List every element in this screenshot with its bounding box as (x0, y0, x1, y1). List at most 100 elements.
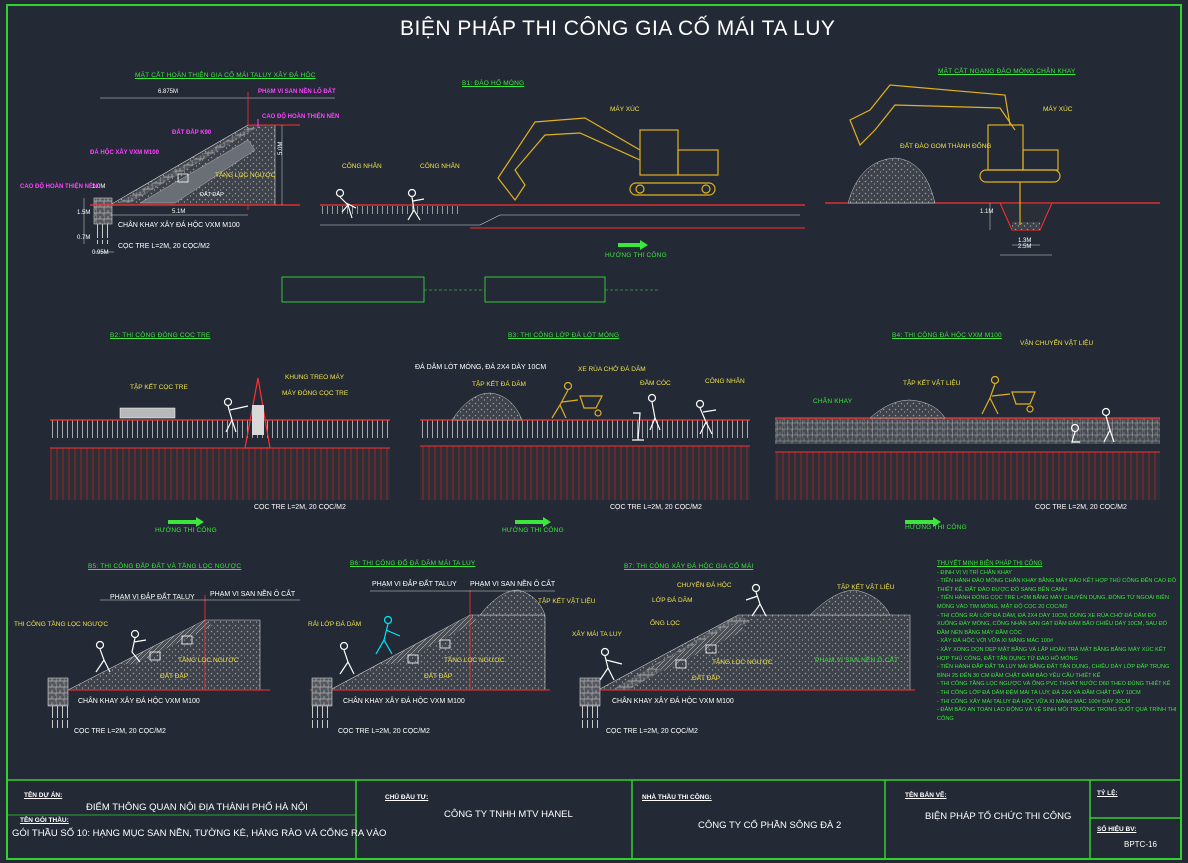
p8-label-7: ĐẤT ĐẮP (692, 675, 721, 682)
p4-label-1: ĐÁ DĂM LÓT MÓNG, ĐÁ 2X4 DÀY 10CM (415, 364, 547, 371)
notes-line: - TIẾN HÀNH ĐÓNG CỌC TRE L=2M BẰNG MÁY C… (937, 595, 1170, 610)
p3-label-4: CỌC TRE L=2M, 20 CỌC/M2 (254, 504, 346, 511)
p0-label-2: CAO ĐỘ HOÀN THIỆN NỀN (262, 114, 340, 120)
drawing-frame (6, 4, 1182, 860)
p4-label-3: XE RÙA CHỞ ĐÁ DĂM (578, 366, 646, 373)
notes-line: - THI CÔNG TẦNG LỌC NGƯỢC VÀ ỐNG PVC THO… (937, 681, 1171, 688)
p4-label-5: CÔNG NHÂN (705, 378, 745, 385)
p5-label-5: HƯỚNG THI CÔNG (905, 524, 967, 531)
notes-line: - TIẾN HÀNH ĐÀO MÓNG CHÂN KHAY BẰNG MÁY … (937, 578, 1177, 593)
section-excavation (320, 117, 805, 250)
p8-label-2: TẬP KẾT VẬT LIỆU (837, 584, 895, 591)
p8-label-3: LỚP ĐÁ DĂM (652, 597, 693, 604)
p6-label-5: ĐẤT ĐẮP (160, 673, 189, 680)
p0-label-6: ĐẤT ĐẮP (200, 192, 224, 198)
notes-line: - XÂY ĐÁ HỘC VỚI VỮA XI MĂNG MÁC 100# (937, 638, 1054, 645)
construction-notes: THUYẾT MINH BIỆN PHÁP THI CÔNG - ĐỊNH VỊ… (937, 560, 1177, 723)
p7-label-1: PHẠM VI ĐẮP ĐẤT TALUY (372, 581, 457, 588)
p8-label-4: ỐNG LỌC (650, 620, 680, 627)
notes-line: - ĐẢM BẢO AN TOÀN LAO ĐỘNG VÀ VỆ SINH MÔ… (937, 707, 1177, 722)
p8-label-5: XÂY MÁI TA LUY (572, 631, 622, 638)
p0-label-3: ĐẤT ĐẮP K90 (172, 130, 212, 136)
p8-label-8: PHẠM VI SAN NỀN Ô CẮT (815, 657, 899, 664)
p5-heading: B4: THI CÔNG ĐÁ HỘC VXM M100 (892, 332, 1002, 339)
p5-label-3: CHÂN KHAY (813, 398, 853, 405)
p4-label-6: CỌC TRE L=2M, 20 CỌC/M2 (610, 504, 702, 511)
tb-number-label: SỐ HIỆU BV: (1097, 826, 1137, 833)
p7-label-5: TẦNG LỌC NGƯỢC (444, 657, 505, 664)
p2-dim-1: 1.1M (980, 209, 994, 215)
tb-drawing-label: TÊN BẢN VẼ: (905, 792, 947, 799)
p2-dim-2: 1.3M (1018, 238, 1032, 244)
tb-package-label: TÊN GÓI THẦU: (20, 817, 69, 824)
p0-dim-2: 5.0M (278, 141, 284, 155)
p6-label-2: PHẠM VI SAN NỀN Ô CẮT (210, 591, 296, 598)
p8-label-9: CHÂN KHAY XÂY ĐÁ HỘC VXM M100 (612, 698, 734, 705)
notes-heading: THUYẾT MINH BIỆN PHÁP THI CÔNG (937, 561, 1043, 567)
tb-owner-label: CHỦ ĐẦU TƯ: (385, 794, 429, 801)
tb-owner: CÔNG TY TNHH MTV HANEL (444, 809, 573, 820)
tb-project-label: TÊN DỰ ÁN: (24, 792, 63, 799)
p0-label-9: CỌC TRE L=2M, 20 CỌC/M2 (118, 243, 210, 250)
p0-label-8: CHÂN KHAY XÂY ĐÁ HỘC VXM M100 (118, 222, 240, 229)
notes-line: - THI CÔNG RẢI LỚP ĐÁ DĂM, ĐÁ 2X4 DÀY 10… (937, 612, 1168, 636)
p7-label-3: TẬP KẾT VẬT LIỆU (538, 598, 596, 605)
tb-project: ĐIỂM THÔNG QUAN NỘI ĐỊA THÀNH PHỐ HÀ NỘI (86, 802, 308, 813)
notes-line: - THI CÔNG LỚP ĐÁ DĂM ĐỆM MÁI TA LUY, ĐÁ… (937, 689, 1141, 696)
titleblock-lines (6, 779, 1182, 860)
p0-label-5: TẦNG LỌC NGƯỢC (215, 172, 276, 179)
p6-label-6: CHÂN KHAY XÂY ĐÁ HỘC VXM M100 (78, 698, 200, 705)
notes-line: - THI CÔNG XÂY MÁI TALUY ĐÁ HỘC VỮA XI M… (937, 698, 1131, 705)
tb-contractor-label: NHÀ THẦU THI CÔNG: (642, 794, 712, 801)
p6-label-7: CỌC TRE L=2M, 20 CỌC/M2 (74, 728, 166, 735)
p0-dim-5: 0.7M (77, 235, 91, 241)
tb-scale-label: TỶ LỆ: (1097, 790, 1118, 797)
row3-slopes (47, 583, 915, 728)
tb-number: BPTC-16 (1124, 840, 1157, 849)
p8-heading: B7: THI CÔNG XÂY ĐÁ HỘC GIA CỐ MÁI (624, 563, 754, 570)
p3-label-5: HƯỚNG THI CÔNG (155, 527, 217, 534)
p6-label-1: PHẠM VI ĐẮP ĐẤT TALUY (110, 594, 195, 601)
p4-label-2: TẬP KẾT ĐÁ DĂM (472, 381, 526, 388)
p0-label-1: PHẠM VI SAN NỀN LÔ ĐẤT (258, 89, 336, 95)
p1-label-1: CÔNG NHÂN (342, 163, 382, 170)
page-title: BIỆN PHÁP THI CÔNG GIA CỐ MÁI TA LUY (400, 17, 836, 40)
p3-label-2: KHUNG TREO MÁY (285, 374, 345, 381)
p0-dim-7: 0.95M (92, 250, 109, 256)
p0-label-7: CAO ĐỘ HOÀN THIỆN NỀN (20, 184, 98, 190)
p1-label-3: MÁY XÚC (610, 106, 640, 113)
p8-label-10: CỌC TRE L=2M, 20 CỌC/M2 (606, 728, 698, 735)
p2-label-2: ĐẤT ĐÀO GOM THÀNH ĐỐNG (900, 143, 992, 150)
p2-dim-3: 2.5M (1018, 244, 1032, 250)
row2-ground (50, 375, 1160, 527)
p6-label-3: THI CÔNG TẦNG LỌC NGƯỢC (14, 621, 109, 628)
p1-label-2: CÔNG NHÂN (420, 163, 460, 170)
p1-heading: B1: ĐÀO HỐ MÓNG (462, 80, 525, 87)
p6-heading: B5: THI CÔNG ĐẮP ĐẤT VÀ TẦNG LỌC NGƯỢC (88, 563, 242, 570)
section-cross-excavation (825, 84, 1160, 256)
tb-drawing: BIỆN PHÁP TỔ CHỨC THI CÔNG (925, 811, 1072, 822)
p8-label-6: TẦNG LỌC NGƯỢC (712, 659, 773, 666)
section-finished-slope (83, 92, 335, 253)
notes-line: - ĐỊNH VỊ VỊ TRÍ CHÂN KHAY (937, 569, 1013, 576)
p0-dim-3: 5.1M (172, 209, 186, 215)
p4-label-4: ĐẦM CÓC (640, 380, 671, 387)
p7-label-6: ĐẤT ĐẮP (424, 673, 453, 680)
p3-heading: B2: THI CÔNG ĐÓNG CỌC TRE (110, 332, 211, 339)
p5-label-1: VẬN CHUYỂN VẬT LIỆU (1020, 340, 1094, 347)
p3-label-1: TẬP KẾT CỌC TRE (130, 384, 188, 391)
flow-boxes (281, 276, 660, 303)
p7-heading: B6: THI CÔNG ĐỔ ĐÁ DĂM MÁI TA LUY (350, 560, 476, 567)
p5-label-2: TẬP KẾT VẬT LIỆU (903, 380, 961, 387)
p7-label-8: CỌC TRE L=2M, 20 CỌC/M2 (338, 728, 430, 735)
p4-label-7: HƯỚNG THI CÔNG (502, 527, 564, 534)
p5-label-4: CỌC TRE L=2M, 20 CỌC/M2 (1035, 504, 1127, 511)
p4-heading: B3: THI CÔNG LỚP ĐÁ LÓT MÓNG (508, 332, 620, 339)
p0-dim-6: 1.5M (77, 210, 91, 216)
p7-label-4: RẢI LỚP ĐÁ DĂM (308, 621, 362, 628)
p0-label-4: ĐÁ HỘC XÂY VXM M100 (90, 150, 159, 156)
tb-contractor: CÔNG TY CỔ PHẦN SÔNG ĐÀ 2 (698, 820, 842, 831)
p7-label-7: CHÂN KHAY XÂY ĐÁ HỘC VXM M100 (343, 698, 465, 705)
p0-dim-1: 6.875M (158, 89, 179, 95)
